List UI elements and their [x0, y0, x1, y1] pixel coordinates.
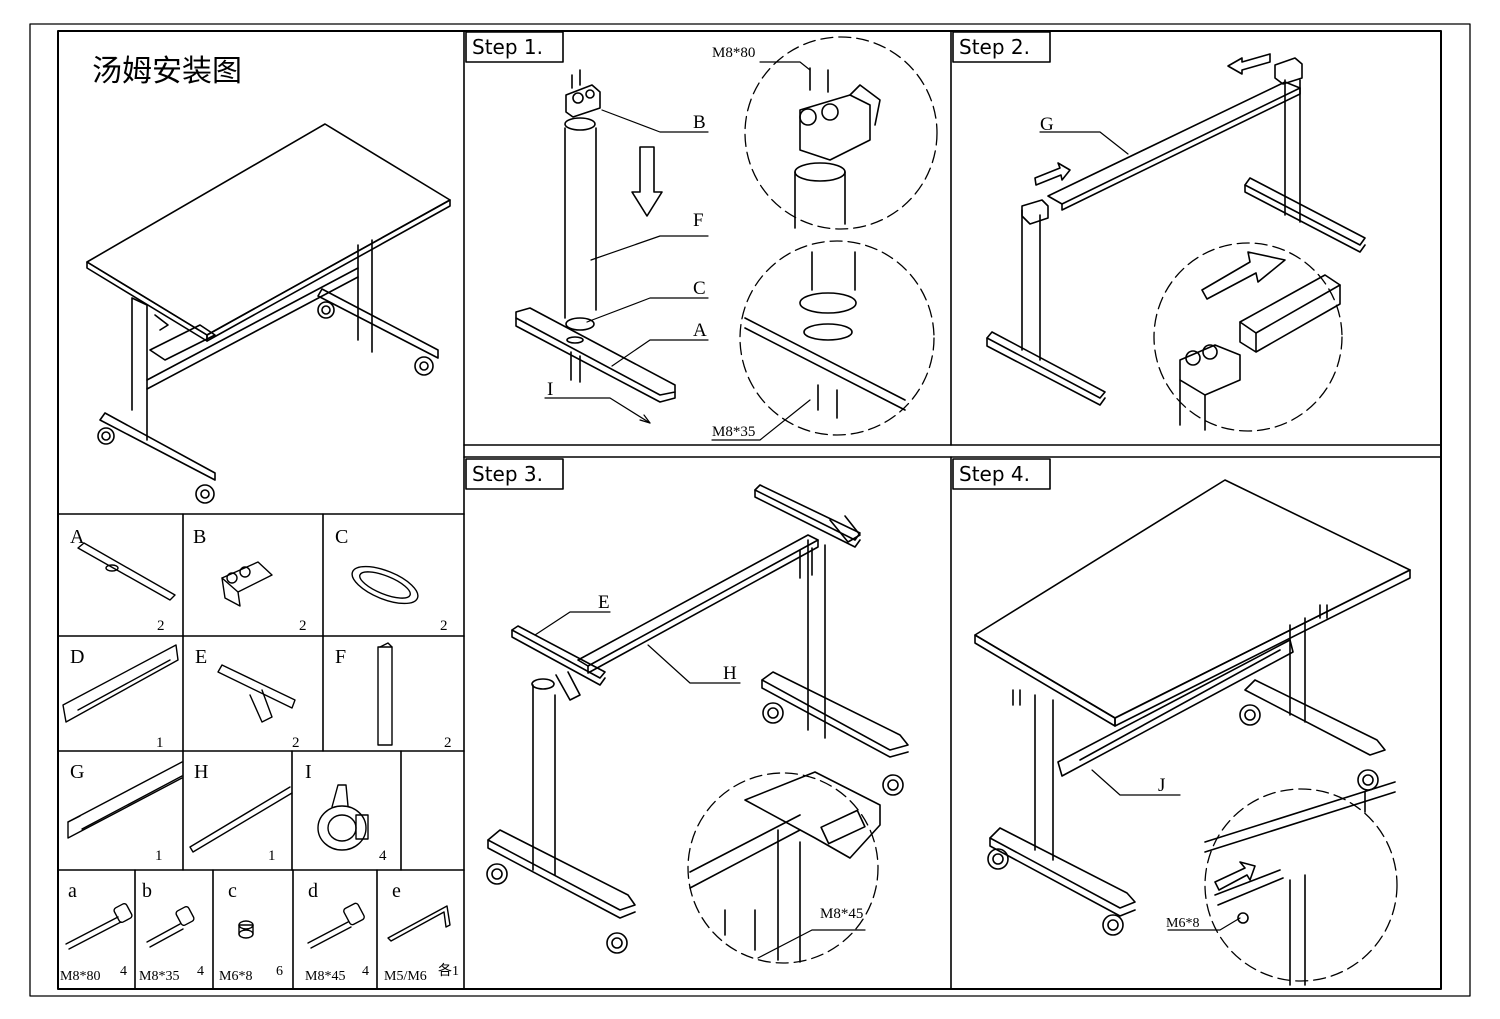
callout-i: I: [547, 379, 553, 400]
hardware-letter-b: b: [142, 880, 152, 902]
callout-j: J: [1158, 775, 1165, 796]
part-labels: A 2 B 2 C 2 D 1 E 2 F 2 G 1 H 1 I 4: [70, 526, 452, 864]
part-qty-c: 2: [440, 618, 448, 634]
step-4-label: Step 4.: [959, 462, 1030, 486]
hardware-labels: a M8*80 4 b M8*35 4 c M6*8 6 d M8*45 4 e…: [60, 880, 459, 984]
callout-a: A: [693, 320, 707, 341]
frame: [29, 23, 1471, 997]
hardware-spec-b: M8*35: [139, 969, 179, 984]
part-letter-g: G: [70, 761, 84, 783]
part-qty-d: 1: [156, 735, 164, 751]
step-1-callouts: M8*80 B F C A I M8*35: [547, 45, 755, 440]
callout-h: H: [723, 663, 737, 684]
part-qty-b: 2: [299, 618, 307, 634]
parts-grid: [62, 542, 419, 853]
step-3-callouts: E H M8*45: [598, 592, 863, 922]
callout-m8x45: M8*45: [820, 906, 863, 922]
hardware-spec-c: M6*8: [219, 969, 252, 984]
hardware-letter-a: a: [68, 880, 77, 902]
hardware-row: [65, 902, 451, 950]
part-qty-g: 1: [155, 848, 163, 864]
hardware-letter-c: c: [228, 880, 237, 902]
hardware-qty-b: 4: [197, 964, 204, 979]
callout-g: G: [1040, 114, 1054, 135]
step-labels: Step 1. Step 2. Step 3. Step 4.: [465, 31, 1051, 490]
callout-c: C: [693, 278, 706, 299]
part-letter-b: B: [193, 526, 206, 548]
part-letter-c: C: [335, 526, 348, 548]
part-letter-d: D: [70, 646, 84, 668]
part-qty-f: 2: [444, 735, 452, 751]
hardware-qty-e: 各1: [438, 963, 459, 979]
step-4-illustration: [974, 479, 1411, 986]
part-qty-i: 4: [379, 848, 387, 864]
step-1-illustration: [515, 36, 938, 441]
page-title: 汤姆安装图: [92, 54, 242, 89]
step-2-label: Step 2.: [959, 35, 1030, 59]
part-qty-e: 2: [292, 735, 300, 751]
part-letter-e: E: [195, 646, 207, 668]
step-4-callouts: J M6*8: [1158, 775, 1199, 931]
hardware-spec-a: M8*80: [60, 969, 100, 984]
part-letter-a: A: [70, 526, 85, 548]
hardware-qty-a: 4: [120, 964, 127, 979]
callout-m6x8: M6*8: [1166, 916, 1199, 931]
hardware-letter-e: e: [392, 880, 401, 902]
hardware-letter-d: d: [308, 880, 318, 902]
part-letter-h: H: [194, 761, 208, 783]
callout-f: F: [693, 210, 704, 231]
step-1-label: Step 1.: [472, 35, 543, 59]
callout-m8x35: M8*35: [712, 424, 755, 440]
callout-m8x80: M8*80: [712, 45, 755, 61]
callout-e: E: [598, 592, 610, 613]
step-3-label: Step 3.: [472, 462, 543, 486]
hardware-qty-c: 6: [276, 964, 283, 979]
hardware-spec-e: M5/M6: [384, 969, 427, 984]
step-2-illustration: [986, 53, 1366, 432]
part-qty-h: 1: [268, 848, 276, 864]
overview-desk-illustration: [86, 123, 451, 504]
callout-b: B: [693, 112, 706, 133]
step-2-callouts: G: [1040, 114, 1054, 135]
part-letter-i: I: [305, 761, 312, 783]
hardware-spec-d: M8*45: [305, 969, 345, 984]
part-letter-f: F: [335, 646, 346, 668]
step-3-illustration: [486, 484, 909, 964]
part-qty-a: 2: [157, 618, 165, 634]
hardware-qty-d: 4: [362, 964, 369, 979]
